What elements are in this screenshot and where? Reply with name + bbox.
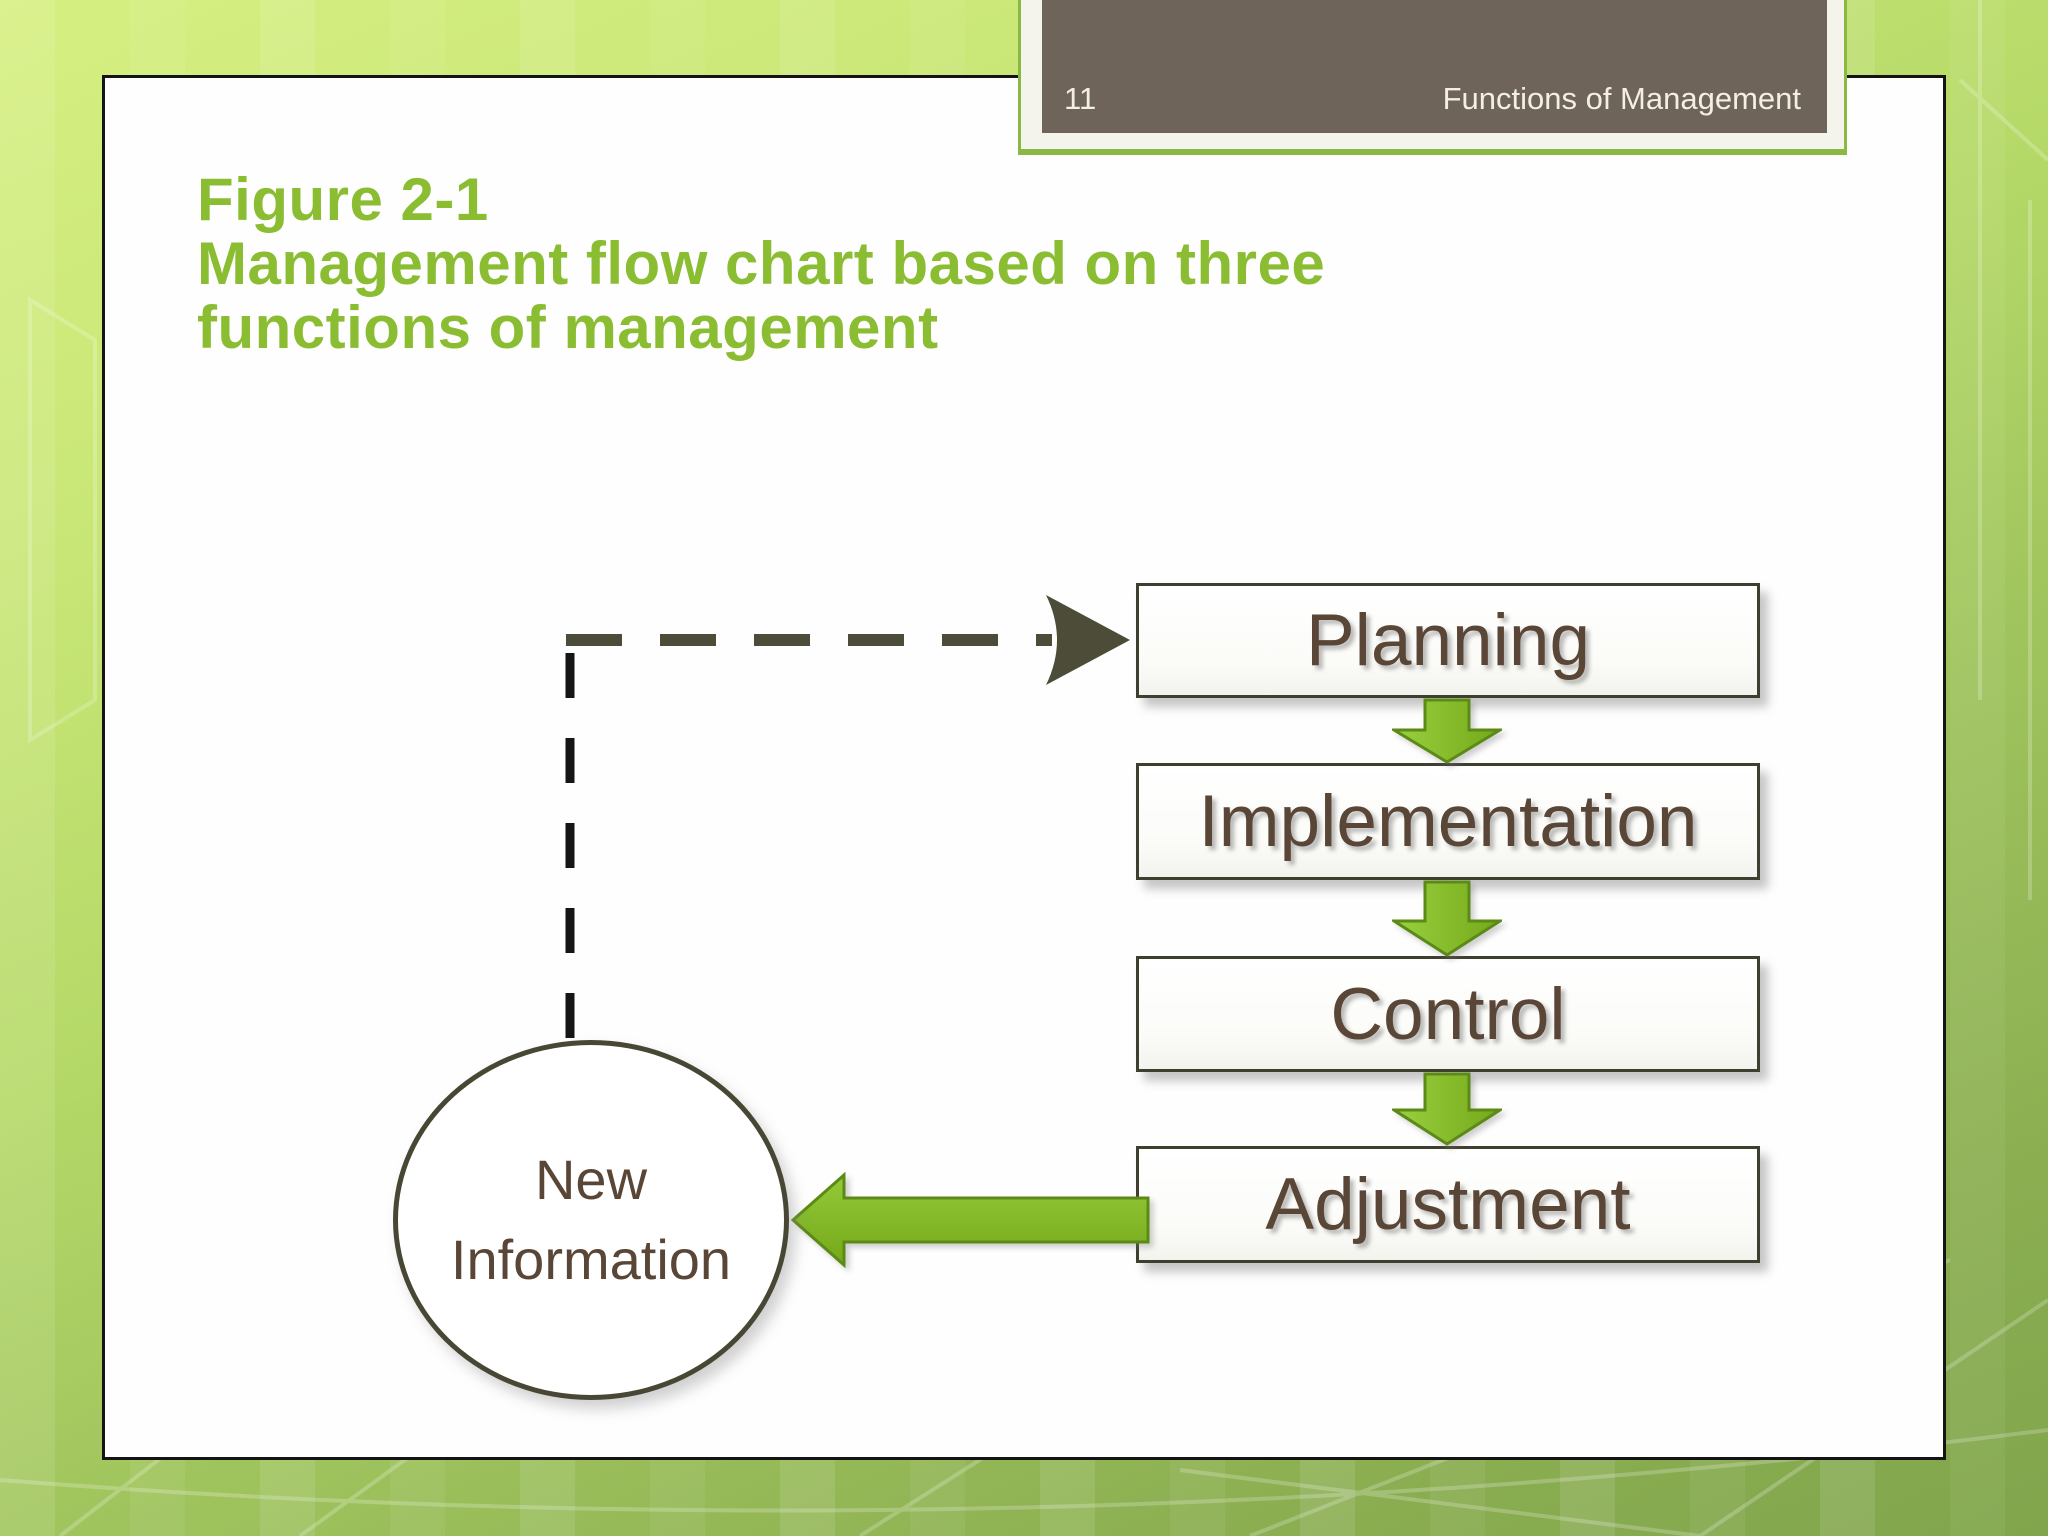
flow-box-implementation: Implementation — [1136, 763, 1760, 880]
figure-title-line-2: Management flow chart based on three — [197, 230, 1326, 297]
figure-title-line-3: functions of management — [197, 294, 939, 361]
new-information-circle: New Information — [393, 1040, 789, 1400]
flow-box-adjustment: Adjustment — [1136, 1146, 1760, 1263]
circle-label-line-1: New — [534, 1148, 648, 1211]
flow-box-planning: Planning — [1136, 583, 1760, 698]
figure-title-line-1: Figure 2-1 — [197, 166, 489, 233]
circle-label-line-2: Information — [450, 1228, 732, 1291]
slide-header: 11 Functions of Management — [1018, 0, 1847, 155]
header-title: Functions of Management — [1442, 81, 1801, 116]
figure-title: Figure 2-1 Management flow chart based o… — [197, 168, 1325, 360]
page-number: 11 — [1064, 81, 1097, 116]
flow-box-control: Control — [1136, 956, 1760, 1072]
header-bar: 11 Functions of Management — [1042, 0, 1827, 133]
